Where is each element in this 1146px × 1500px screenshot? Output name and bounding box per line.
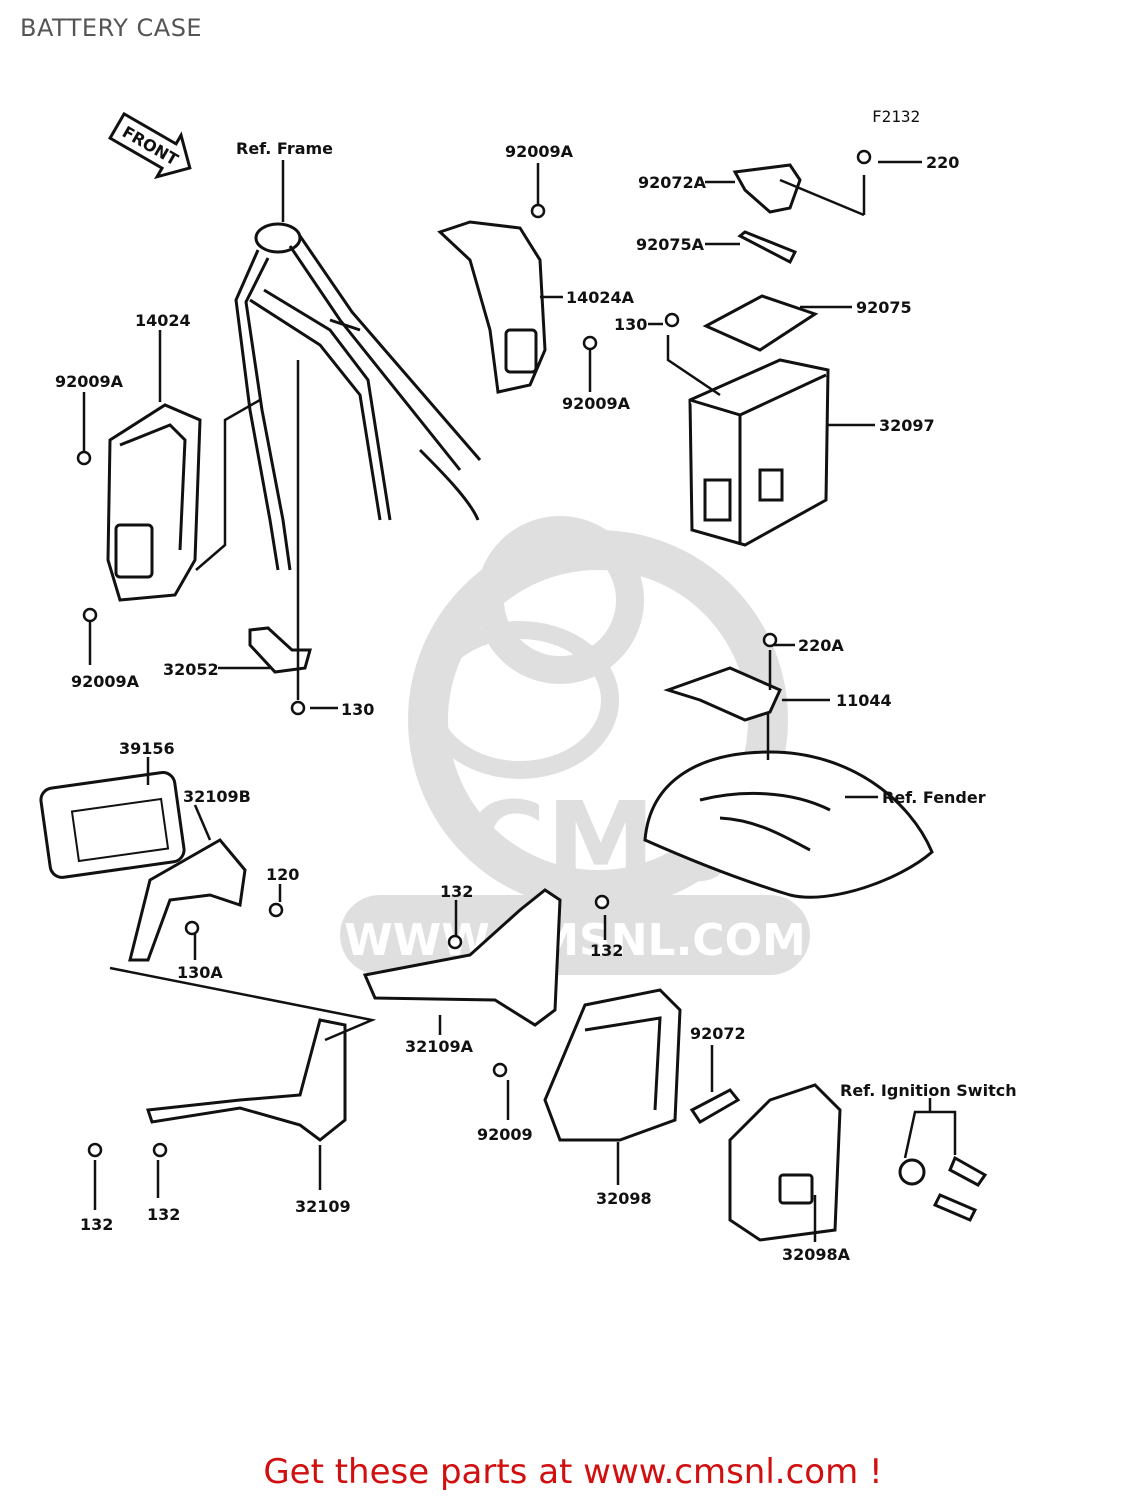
label-130-low: 130: [341, 700, 374, 719]
label-92009: 92009: [477, 1125, 533, 1144]
label-220A: 220A: [798, 636, 844, 655]
label-132-b: 132: [590, 941, 623, 960]
label-32097: 32097: [879, 416, 935, 435]
label-92009A-mid: 92009A: [562, 394, 631, 413]
label-32109A: 32109A: [405, 1037, 474, 1056]
part-32098A-cover: [728, 1083, 842, 1242]
label-32109: 32109: [295, 1197, 351, 1216]
part-32109-bracket: [145, 1018, 347, 1142]
label-92009A-left: 92009A: [55, 372, 124, 391]
fender-ref: [643, 750, 934, 899]
label-ref-frame: Ref. Frame: [236, 139, 333, 158]
label-14024: 14024: [135, 311, 191, 330]
label-92009A-low: 92009A: [71, 672, 140, 691]
part-11044-bracket: [663, 666, 782, 722]
label-32098A: 32098A: [782, 1245, 851, 1264]
label-92075: 92075: [856, 298, 912, 317]
label-14024A: 14024A: [566, 288, 635, 307]
part-32098-case: [543, 988, 682, 1142]
label-32052: 32052: [163, 660, 219, 679]
label-92072A: 92072A: [638, 173, 707, 192]
part-92075A-strap: [737, 230, 798, 265]
label-132-a: 132: [440, 882, 473, 901]
page-title: BATTERY CASE: [20, 14, 203, 42]
part-92072A-clamp: [732, 163, 802, 214]
label-ref-ignition: Ref. Ignition Switch: [840, 1081, 1017, 1100]
label-11044: 11044: [836, 691, 892, 710]
label-92009A-top: 92009A: [505, 142, 574, 161]
part-32109B-bracket: [128, 838, 247, 962]
front-arrow-icon: FRONT: [108, 111, 192, 180]
figure-code: F2132: [872, 107, 920, 126]
label-92075A: 92075A: [636, 235, 705, 254]
label-32109B: 32109B: [183, 787, 251, 806]
part-92072-strap: [689, 1088, 741, 1125]
label-130A: 130A: [177, 963, 223, 982]
label-32098: 32098: [596, 1189, 652, 1208]
part-labels: F2132 Ref. Frame 92009A 14024A 92009A 14…: [55, 107, 1017, 1264]
part-32097-case: [688, 358, 830, 547]
watermark-url: WWW.CMSNL.COM: [344, 915, 806, 966]
label-132-c: 132: [80, 1215, 113, 1234]
label-39156: 39156: [119, 739, 175, 758]
label-132-d: 132: [147, 1205, 180, 1224]
part-92075-pad: [702, 294, 819, 352]
part-32109A-bracket: [362, 888, 562, 1027]
frame-ref: [234, 222, 482, 571]
label-130-top: 130: [614, 315, 647, 334]
footer-promo-text: Get these parts at www.cmsnl.com !: [263, 1452, 883, 1492]
part-39156-cover: [39, 771, 186, 879]
leader-lines: [82, 160, 957, 1242]
label-220: 220: [926, 153, 959, 172]
ignition-switch-ref: [898, 1155, 988, 1222]
part-32052-bracket: [248, 626, 312, 674]
part-14024A-cover: [437, 220, 547, 394]
label-ref-fender: Ref. Fender: [882, 788, 986, 807]
part-14024-cover: [106, 403, 202, 602]
bolts: [76, 149, 872, 1158]
label-92072: 92072: [690, 1024, 746, 1043]
label-120: 120: [266, 865, 299, 884]
